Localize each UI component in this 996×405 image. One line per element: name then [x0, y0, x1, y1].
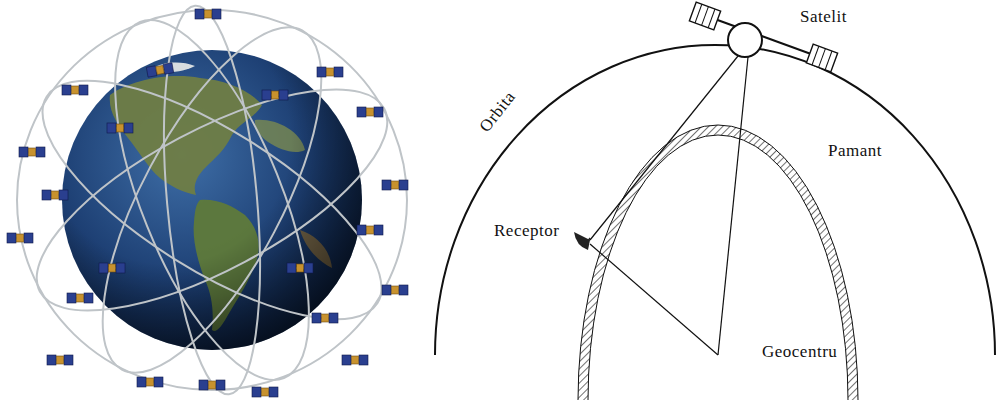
orbit-label: Orbita: [476, 88, 519, 136]
orbit-arc: [435, 45, 995, 355]
signal-lines: [590, 56, 748, 355]
earth-outline: [588, 135, 848, 400]
satellite-label: Satelit: [800, 8, 847, 27]
earth-band: [583, 130, 853, 400]
earth-outline: [578, 125, 858, 400]
geocenter-label: Geocentru: [762, 343, 837, 362]
satellites: [7, 9, 408, 397]
earth-label: Pamant: [828, 142, 882, 161]
globe-illustration: [62, 50, 362, 350]
receiver-label: Receptor: [494, 222, 559, 241]
receiver-dish: [574, 232, 590, 250]
orbit-rings: [7, 0, 417, 404]
